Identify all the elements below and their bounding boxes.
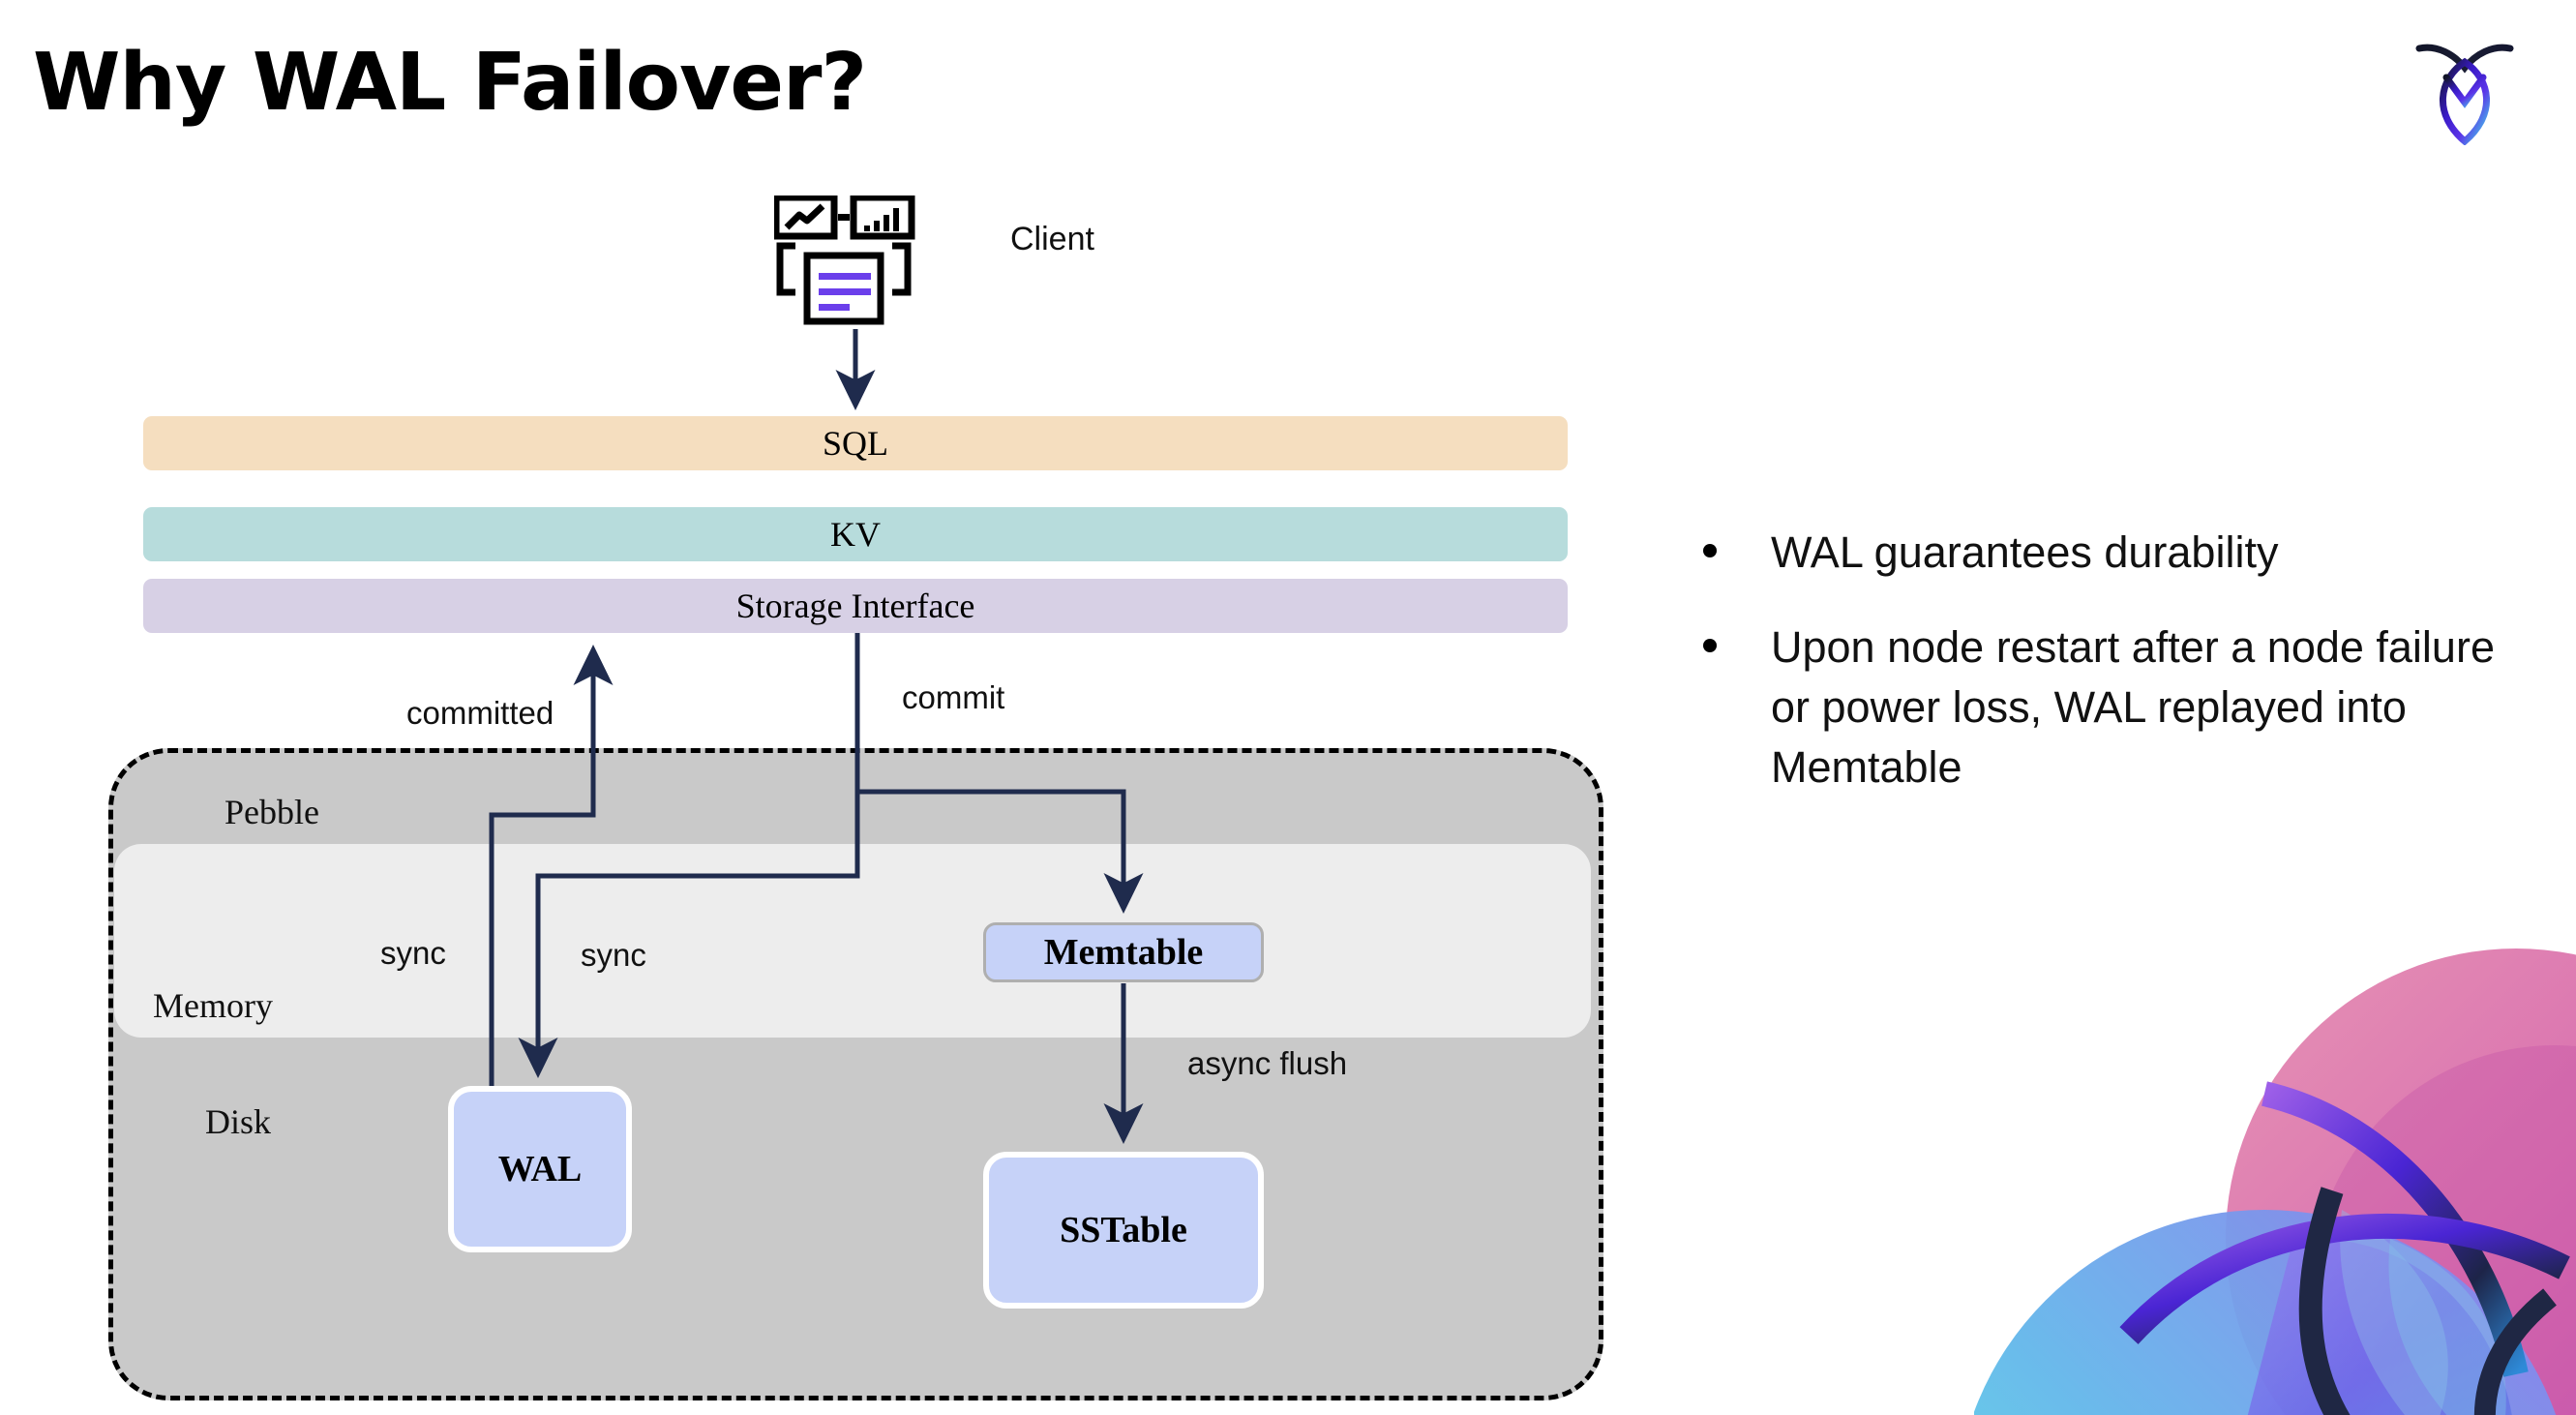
client-label: Client [1010,221,1094,257]
disk-zone-label: Disk [205,1102,272,1141]
memory-zone-band [114,844,1591,1038]
edge-label-async-flush: async flush [1187,1045,1348,1081]
node-sstable: SSTable [983,1152,1264,1309]
memory-zone-label: Memory [153,986,273,1025]
node-memtable: Memtable [983,922,1264,982]
layer-bar-storage-interface: Storage Interface [143,579,1568,633]
bullet-list: WAL guarantees durability Upon node rest… [1703,523,2506,832]
bullet-dot-icon [1703,639,1717,653]
edge-label-committed: committed [406,695,554,731]
edge-label-sync-left: sync [380,935,446,971]
client-dashboard-icon [772,194,927,331]
node-wal: WAL [448,1086,632,1252]
bullet-dot-icon [1703,544,1717,557]
bullet-text: Upon node restart after a node failure o… [1771,622,2495,793]
bullet-text: WAL guarantees durability [1771,527,2279,577]
layer-bar-sql: SQL [143,416,1568,470]
pebble-label: Pebble [225,793,319,831]
edge-label-commit: commit [902,679,1005,715]
edge-label-sync-right: sync [581,937,646,973]
layer-bar-kv: KV [143,507,1568,561]
list-item: WAL guarantees durability [1703,523,2506,583]
page-title: Why WAL Failover? [33,37,867,129]
cockroachdb-watermark [1974,919,2576,1415]
cockroachdb-logo [2411,31,2518,146]
list-item: Upon node restart after a node failure o… [1703,617,2506,798]
